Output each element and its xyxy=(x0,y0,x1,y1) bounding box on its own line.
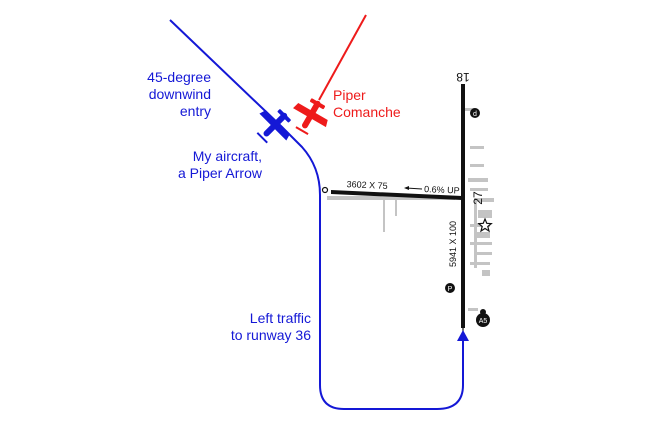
pattern-label: Left traffic to runway 36 xyxy=(231,310,311,343)
svg-text:A5: A5 xyxy=(479,318,488,325)
runway-end-marker xyxy=(321,186,329,194)
own-aircraft-path xyxy=(169,19,464,410)
runway-18-36 xyxy=(461,84,465,328)
svg-text:Left traffic: Left traffic xyxy=(250,310,311,326)
traffic-path xyxy=(318,14,367,101)
runway-18-label: 18 xyxy=(456,70,470,84)
entry-label: 45-degree downwind entry xyxy=(147,69,211,119)
svg-text:downwind: downwind xyxy=(149,86,211,102)
symbol-p-icon: P xyxy=(445,283,455,293)
star-icon xyxy=(477,217,493,233)
runways xyxy=(321,84,465,336)
runway-18-36-dimensions: 5941 X 100 xyxy=(448,221,458,267)
own-aircraft-label: My aircraft, a Piper Arrow xyxy=(178,148,263,181)
runway-9-27-slope: 0.6% UP xyxy=(424,184,460,196)
blue-piper-arrow-icon xyxy=(256,109,291,144)
traffic-aircraft-label: Piper Comanche xyxy=(333,87,401,120)
runway-27-label: 27 xyxy=(471,191,485,205)
taxiways xyxy=(327,108,494,311)
direction-arrow-icon xyxy=(457,330,469,341)
runway-9-27 xyxy=(331,190,462,200)
svg-text:entry: entry xyxy=(180,103,211,119)
svg-text:a Piper Arrow: a Piper Arrow xyxy=(178,165,263,181)
windsock-icon: A5 xyxy=(476,309,490,327)
svg-text:to runway 36: to runway 36 xyxy=(231,327,311,343)
symbol-d-icon: d xyxy=(470,108,480,118)
svg-text:45-degree: 45-degree xyxy=(147,69,211,85)
svg-text:d: d xyxy=(473,111,477,118)
runway-9-27-dimensions: 3602 X 75 xyxy=(346,179,387,191)
svg-text:Piper: Piper xyxy=(333,87,366,103)
svg-text:P: P xyxy=(448,286,453,293)
svg-text:My aircraft,: My aircraft, xyxy=(193,148,262,164)
red-piper-comanche-icon xyxy=(293,98,328,135)
slope-arrow-icon xyxy=(404,186,423,190)
svg-text:Comanche: Comanche xyxy=(333,104,401,120)
